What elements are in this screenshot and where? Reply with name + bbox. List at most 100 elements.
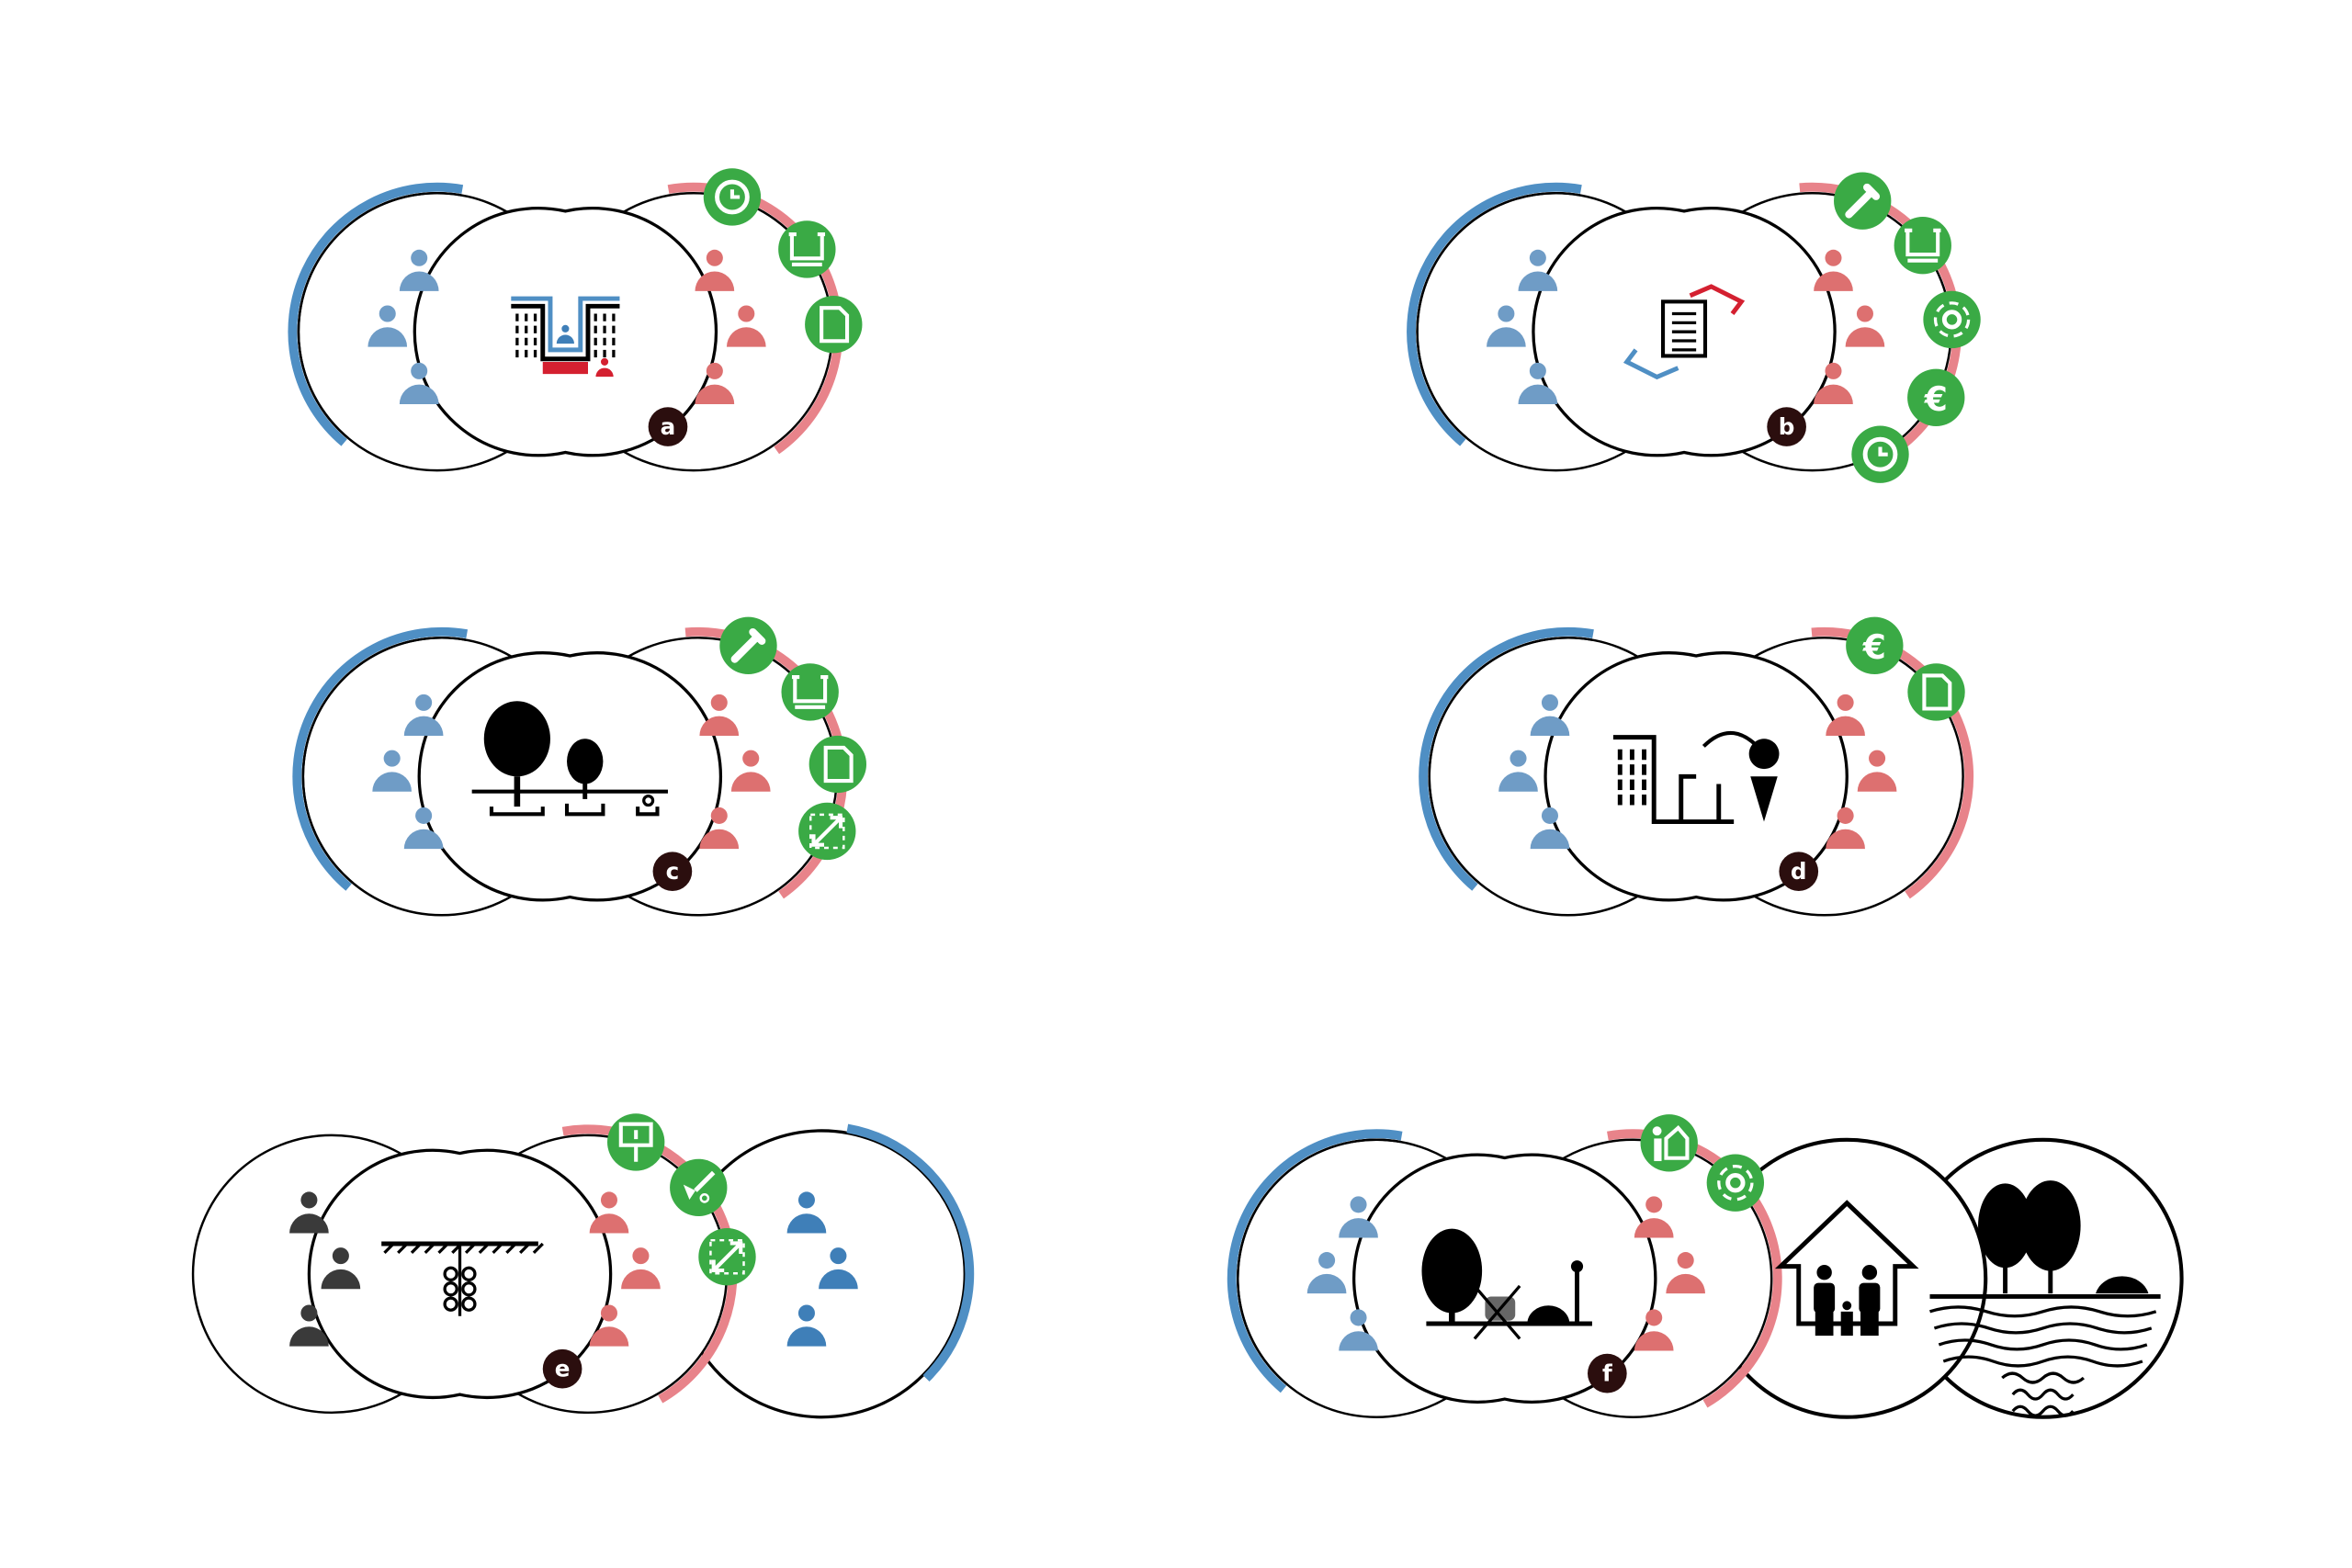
person-icon <box>399 362 439 404</box>
person-icon <box>1845 305 1885 347</box>
water-wave <box>2011 1404 2075 1417</box>
gear-icon <box>1717 1164 1754 1201</box>
tree-icon <box>1978 1183 2033 1269</box>
person-icon <box>368 305 408 347</box>
pencil-icon <box>1845 183 1881 219</box>
people-group <box>1306 1196 1378 1351</box>
person-icon <box>1339 1196 1378 1238</box>
people-group <box>368 249 439 404</box>
document-icon <box>823 745 854 784</box>
panel-label-badge: c <box>652 852 693 892</box>
tree-icon <box>2019 1180 2081 1271</box>
person-icon <box>372 750 412 792</box>
person-icon <box>321 1247 361 1290</box>
stakeholder-arc-blue <box>1227 1129 1403 1393</box>
utility-pipes-icon <box>381 1241 544 1316</box>
tool-badge: € <box>1907 368 1965 427</box>
building-courtyard-icon <box>511 296 620 378</box>
hand-icon <box>1689 284 1746 315</box>
people-group <box>699 694 771 850</box>
tool-badge <box>670 1158 728 1217</box>
pencil-icon <box>730 627 766 663</box>
euro-icon: € <box>1862 627 1886 667</box>
resize-icon <box>709 1238 745 1275</box>
trees-water-icon <box>1929 1180 2161 1417</box>
person-icon <box>399 249 439 291</box>
tree-icon <box>1421 1228 1483 1314</box>
tool-badge <box>1834 172 1892 230</box>
person-icon <box>589 1304 629 1347</box>
panel-label: e <box>555 1356 571 1382</box>
document-icon <box>820 306 850 344</box>
clock-icon <box>715 179 750 215</box>
people-group <box>1487 249 1558 404</box>
tool-badge <box>778 220 836 278</box>
panel-label: a <box>661 413 676 440</box>
panel-d: d€ <box>1419 616 1974 917</box>
tool-badge <box>703 168 762 226</box>
person-icon <box>595 357 614 378</box>
stakeholder-arc-blue-right <box>846 1123 975 1382</box>
panel-label-badge: b <box>1767 407 1806 446</box>
bush-icon <box>1527 1305 1570 1324</box>
person-icon <box>1530 807 1570 850</box>
person-icon <box>726 305 766 347</box>
panel-label-badge: f <box>1588 1353 1627 1393</box>
panel-label: c <box>666 858 680 885</box>
person-icon <box>289 1304 329 1347</box>
panel-b: b€ <box>1407 172 1981 483</box>
panel-label-badge: e <box>542 1348 582 1389</box>
person-icon <box>730 750 771 792</box>
tool-badge: € <box>1846 616 1904 674</box>
central-overlap-shape <box>1352 1153 1657 1404</box>
water-wave <box>2011 1388 2075 1401</box>
tool-badge <box>798 802 856 861</box>
tool-badge <box>808 735 867 794</box>
person-icon <box>1826 807 1865 850</box>
person-icon <box>699 694 740 736</box>
trees-planting-icon <box>471 701 668 817</box>
person-icon <box>1814 362 1853 404</box>
tool-badge <box>1851 425 1909 483</box>
person-icon <box>403 694 444 736</box>
person-icon <box>786 1304 827 1347</box>
person-icon <box>695 249 735 291</box>
hand-icon <box>1623 348 1679 380</box>
panel-f: f <box>1227 1114 2184 1419</box>
person-icon <box>1498 750 1538 792</box>
people-group <box>1814 249 1885 404</box>
tree-icon <box>483 701 550 777</box>
people-group <box>289 1191 361 1347</box>
person-icon <box>1518 249 1558 291</box>
tree-icon <box>567 739 604 784</box>
tool-badge <box>1907 663 1965 721</box>
people-group <box>1634 1196 1705 1351</box>
tool-badge <box>805 296 863 354</box>
person-icon <box>1634 1196 1674 1238</box>
location-pin-icon <box>1748 739 1780 822</box>
shovel-icon <box>683 1170 716 1203</box>
panel-label: f <box>1602 1360 1612 1387</box>
stakeholder-arc-blue <box>1407 182 1582 446</box>
clock-icon <box>1862 436 1898 472</box>
person-icon <box>1666 1252 1705 1294</box>
people-group <box>1826 694 1897 850</box>
panel-label: d <box>1791 858 1807 885</box>
house-family-icon <box>1774 1200 1919 1337</box>
stakeholder-arc-blue <box>288 182 464 446</box>
tool-badge <box>607 1113 665 1171</box>
person-icon <box>589 1191 629 1234</box>
panel-label-badge: d <box>1779 852 1819 892</box>
person-icon <box>1857 750 1897 792</box>
person-icon <box>786 1191 827 1234</box>
water-wave <box>1929 1305 2157 1318</box>
tool-badge <box>719 616 777 674</box>
person-icon <box>1826 694 1865 736</box>
person-icon <box>289 1191 329 1234</box>
basin-icon <box>1905 228 1941 263</box>
streetlight-relocation-icon <box>1612 730 1780 824</box>
panel-label: b <box>1779 413 1795 440</box>
person-icon <box>1634 1309 1674 1351</box>
person-icon <box>403 807 444 850</box>
